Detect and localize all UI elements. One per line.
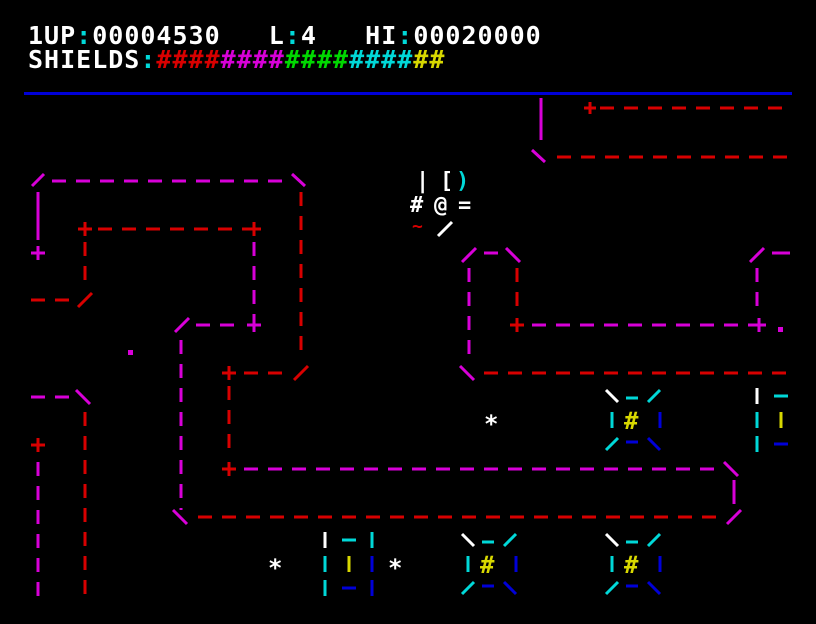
maze-walls	[30, 98, 790, 600]
shield-segment: ##	[413, 45, 446, 74]
svg-text:=: =	[458, 193, 471, 218]
svg-text:#: #	[410, 193, 424, 218]
shields-line: SHIELDS:##################	[28, 45, 445, 74]
enemy-generator: #	[604, 388, 662, 452]
enemy-generator: #	[604, 532, 662, 596]
star-glyph: *	[268, 554, 282, 582]
score-separator: :	[76, 21, 93, 50]
pickup-dot	[778, 327, 783, 332]
hud: 1UP:00004530 L:4 HI:00020000 SHIELDS:###…	[0, 0, 816, 90]
star-icon: *	[388, 554, 402, 582]
level-label: L	[268, 21, 285, 50]
hiscore-label: HI	[365, 21, 398, 50]
playfield: .m { stroke:#d800d8; stroke-width:3; fil…	[30, 98, 790, 600]
shield-segment: ####	[349, 45, 414, 74]
level-separator: :	[284, 21, 301, 50]
generator-core-icon: #	[624, 551, 639, 579]
svg-text:): )	[456, 169, 469, 194]
score-value: 00004530	[92, 21, 221, 50]
star-icon: *	[268, 554, 282, 582]
player-ship: | [ ) # @ = ~	[410, 169, 471, 238]
enemy-generator: #	[460, 532, 518, 596]
hiscore-value: 00020000	[413, 21, 542, 50]
star-icon: *	[484, 410, 498, 438]
player-label: 1UP	[28, 21, 77, 50]
shield-segment: ####	[220, 45, 285, 74]
enemy-cage	[755, 388, 788, 452]
hud-divider	[24, 92, 792, 95]
enemy-cage	[323, 532, 374, 596]
score-line: 1UP:00004530 L:4 HI:00020000	[28, 21, 542, 50]
hiscore-separator: :	[397, 21, 414, 50]
star-glyph: *	[484, 410, 498, 438]
shield-bar: ##################	[156, 45, 445, 74]
generator-core-icon: #	[480, 551, 495, 579]
shield-segment: ####	[284, 45, 350, 74]
svg-text:|: |	[416, 169, 429, 194]
svg-text:@: @	[434, 193, 447, 218]
shields-separator: :	[140, 45, 157, 74]
shields-label: SHIELDS	[28, 45, 141, 74]
level-value: 4	[300, 21, 317, 50]
shield-segment: ####	[156, 45, 221, 74]
generator-core-icon: #	[624, 407, 639, 435]
pickup-dot	[128, 350, 133, 355]
star-glyph: *	[388, 554, 402, 582]
svg-text:~: ~	[412, 216, 423, 237]
svg-text:[: [	[440, 169, 453, 194]
